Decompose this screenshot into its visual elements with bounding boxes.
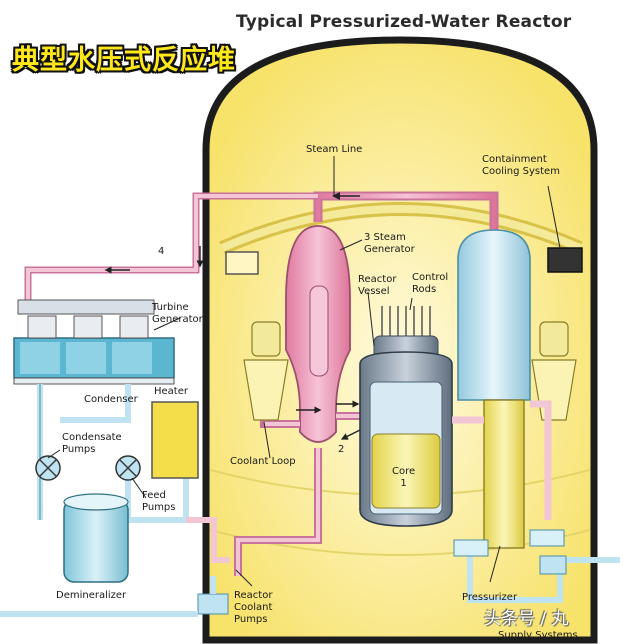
label-steam-generator: 3 Steam Generator — [364, 232, 415, 255]
label-marker-4: 4 — [158, 246, 165, 257]
label-reactor-coolant-pumps: Reactor Coolant Pumps — [234, 590, 273, 625]
turbine-generator — [13, 299, 175, 385]
label-heater: Heater — [154, 386, 188, 397]
demineralizer-tank — [63, 493, 129, 583]
containment-spray-box-left — [225, 251, 259, 275]
label-condensate-pumps: Condensate Pumps — [62, 432, 122, 455]
label-turbine-generator: Turbine Generator — [152, 302, 203, 325]
label-pressurizer: Pressurizer — [462, 592, 518, 603]
steam-line-pipe — [24, 191, 499, 300]
reactor-coolant-pump-left — [243, 321, 289, 421]
diagram-title: Typical Pressurized-Water Reactor — [236, 12, 572, 32]
label-coolant-loop: Coolant Loop — [230, 456, 296, 467]
label-control-rods: Control Rods — [412, 272, 449, 295]
label-core: Core 1 — [392, 466, 416, 489]
heater — [151, 401, 199, 479]
label-feed-pumps: Feed Pumps — [142, 490, 176, 513]
containment-cooling-unit — [547, 247, 583, 273]
label-supply-systems: Supply Systems — [498, 630, 578, 641]
diagram-title-chinese: 典型水压式反应堆 — [12, 45, 236, 76]
label-condenser: Condenser — [84, 394, 138, 405]
steam-generator — [285, 225, 351, 443]
leader-lines — [47, 156, 561, 587]
supply-systems — [0, 529, 620, 617]
pressurizer — [452, 229, 552, 549]
reactor-vessel — [359, 306, 453, 527]
watermark: 头条号 / 丸 — [484, 609, 569, 629]
label-reactor-vessel: Reactor Vessel — [358, 274, 397, 297]
label-demineralizer: Demineralizer — [56, 590, 127, 601]
label-steam-line: Steam Line — [306, 144, 363, 155]
label-containment-cooling: Containment Cooling System — [482, 154, 560, 177]
label-marker-2: 2 — [338, 444, 345, 455]
reactor-coolant-pump-bottom — [197, 593, 229, 615]
